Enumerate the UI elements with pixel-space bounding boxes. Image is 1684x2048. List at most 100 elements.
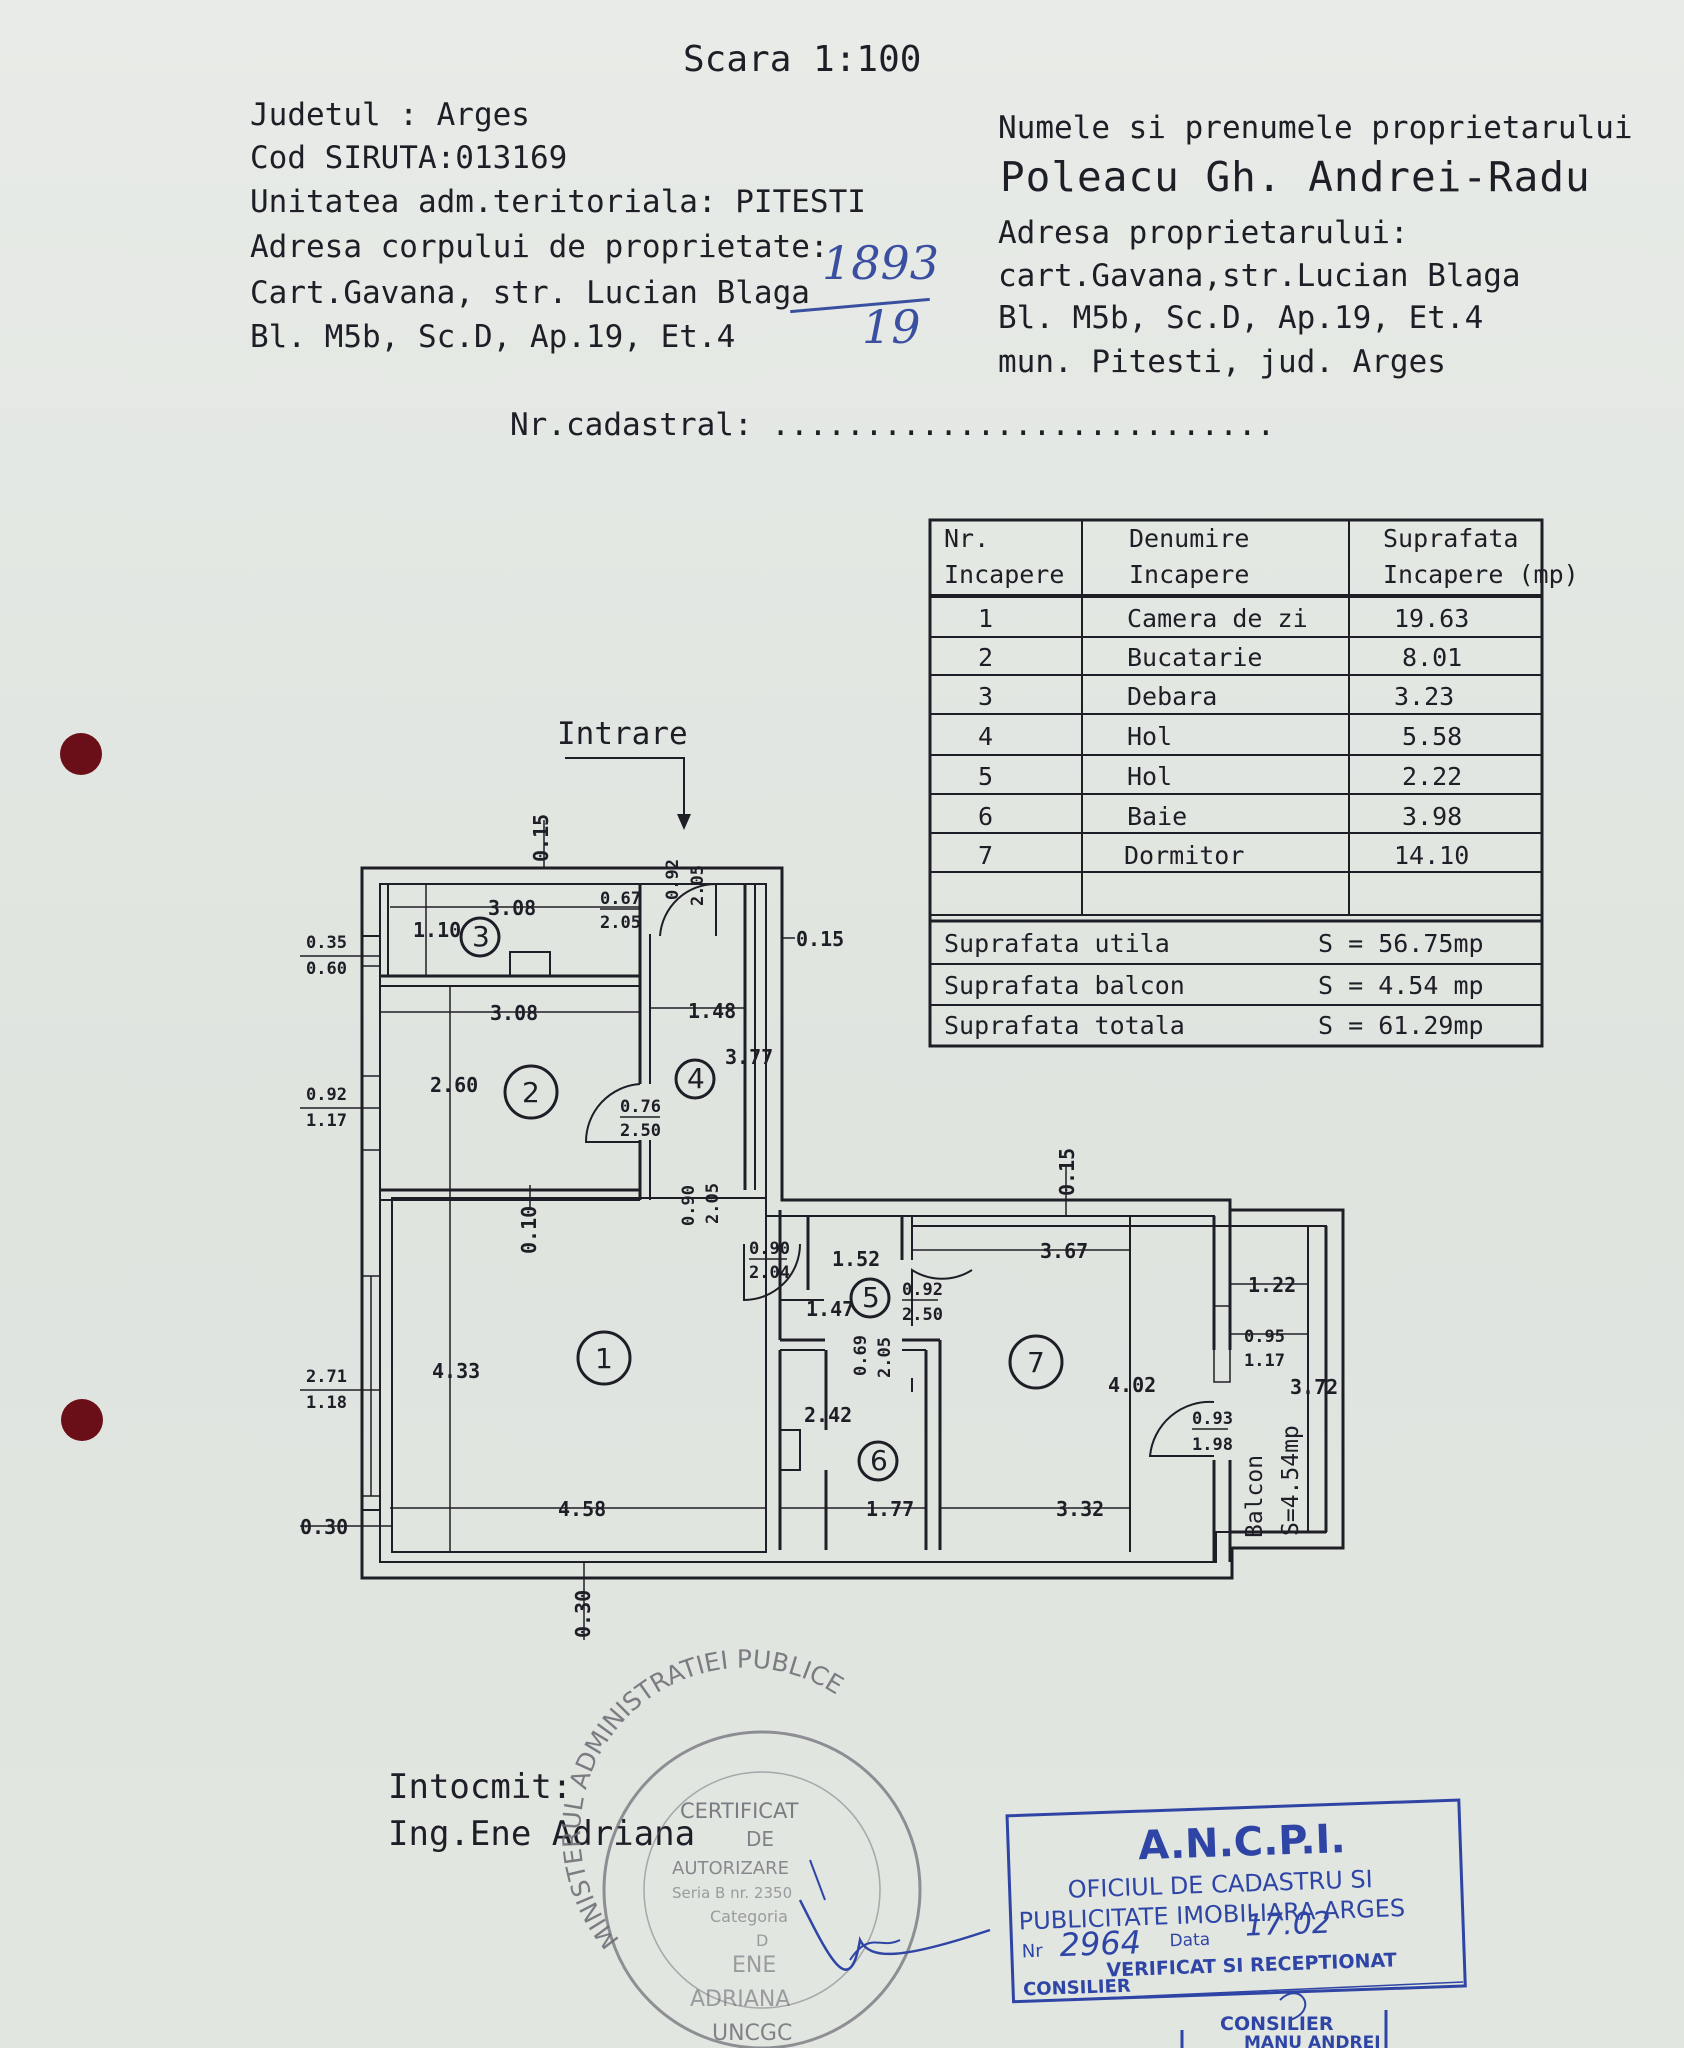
room-number-4: 4 bbox=[687, 1062, 705, 1095]
table-header-area-1: Suprafata bbox=[1383, 524, 1518, 553]
dim-label: 2.05 bbox=[875, 1337, 895, 1378]
room-marker: 7 bbox=[1008, 1334, 1064, 1390]
ancpi-nr-label: Nr bbox=[1021, 1941, 1043, 1963]
dim-label: 1.48 bbox=[688, 999, 736, 1023]
room-marker-circle bbox=[849, 1277, 891, 1319]
seal-line: ENE bbox=[732, 1953, 776, 1978]
dim-label: 0.30 bbox=[571, 1590, 595, 1638]
table-row-nr: 4 bbox=[978, 722, 993, 751]
dim-label: 2.05 bbox=[600, 913, 641, 933]
entrance-label: Intrare bbox=[557, 716, 688, 752]
room-marker: 1 bbox=[576, 1330, 632, 1386]
room-marker: 2 bbox=[503, 1064, 559, 1120]
total-overall-label: Suprafata totala bbox=[944, 1011, 1185, 1040]
ancpi-consilier: CONSILIER bbox=[1023, 1976, 1131, 2001]
consilier-stamp-name: MANU ANDREI bbox=[1244, 2033, 1381, 2048]
balcony-label: Balcon bbox=[1242, 1455, 1268, 1538]
seal-line: DE bbox=[746, 1827, 774, 1851]
table-row-name: Hol bbox=[1127, 722, 1172, 751]
plan-labels: Intrare 1 2 3 4 5 6 7 3.08 1.10 0.67 2.0… bbox=[300, 716, 1338, 1638]
table-row-name: Baie bbox=[1127, 802, 1187, 831]
dim-label: 2.50 bbox=[902, 1305, 943, 1325]
dim-label: 2.60 bbox=[430, 1073, 478, 1097]
table-row-area: 14.10 bbox=[1394, 841, 1469, 870]
room-marker: 4 bbox=[674, 1058, 716, 1100]
room-marker-circle bbox=[576, 1330, 632, 1386]
ministry-seal: MINISTERUL ADMINISTRATIEI PUBLICE UNCGC … bbox=[557, 1645, 991, 2048]
dim-label: 3.67 bbox=[1040, 1239, 1088, 1263]
room-marker-circle bbox=[503, 1064, 559, 1120]
seal-bottom-text: UNCGC bbox=[712, 2021, 792, 2046]
owner-address-line1: cart.Gavana,str.Lucian Blaga bbox=[998, 258, 1521, 294]
author-name: Ing.Ene Adriana bbox=[388, 1814, 696, 1854]
owner-address-label: Adresa proprietarului: bbox=[998, 215, 1409, 251]
ancpi-stamp: A.N.C.P.I. OFICIUL DE CADASTRU SI PUBLIC… bbox=[1005, 1798, 1467, 2004]
dim-label: 0.90 bbox=[679, 1185, 699, 1226]
table-header-nr-1: Nr. bbox=[944, 524, 989, 553]
balcony-area-label: S=4.54mp bbox=[1278, 1425, 1304, 1536]
room-marker: 6 bbox=[857, 1440, 899, 1482]
owner-address-line2: Bl. M5b, Sc.D, Ap.19, Et.4 bbox=[998, 300, 1484, 336]
dim-label: 4.58 bbox=[558, 1497, 606, 1521]
dim-label: 3.32 bbox=[1056, 1497, 1104, 1521]
handwritten-number-top: 1893 bbox=[822, 236, 940, 290]
dim-label: 0.10 bbox=[517, 1206, 541, 1254]
total-usable-value: S = 56.75mp bbox=[1318, 929, 1484, 958]
dim-label: 2.42 bbox=[804, 1403, 852, 1427]
total-balcony-label: Suprafata balcon bbox=[944, 971, 1185, 1000]
table-row-nr: 5 bbox=[978, 762, 993, 791]
dim-label: 0.15 bbox=[529, 814, 553, 862]
dim-label: 0.92 bbox=[306, 1085, 347, 1105]
ancpi-nr-value: 2964 bbox=[1059, 1923, 1142, 1964]
dim-label: 1.22 bbox=[1248, 1273, 1296, 1297]
dim-label: 4.02 bbox=[1108, 1373, 1156, 1397]
dim-label: 0.60 bbox=[306, 959, 347, 979]
signature-mark bbox=[1279, 1992, 1307, 2021]
handwritten-number-bottom: 19 bbox=[862, 300, 921, 354]
dim-label: 0.92 bbox=[902, 1280, 943, 1300]
dim-label: 2.50 bbox=[620, 1121, 661, 1141]
owner-address-line3: mun. Pitesti, jud. Arges bbox=[998, 344, 1446, 380]
dim-label: 2.05 bbox=[688, 865, 708, 906]
punch-hole-bottom bbox=[61, 1399, 103, 1441]
room-marker-circle bbox=[459, 916, 501, 958]
dim-label: 2.04 bbox=[749, 1263, 790, 1283]
dim-label: 0.76 bbox=[620, 1097, 661, 1117]
floor-plan bbox=[300, 757, 1345, 1640]
table-row-name: Bucatarie bbox=[1127, 643, 1262, 672]
dim-label: 3.08 bbox=[488, 896, 536, 920]
cadastral-number: Nr.cadastral: ..........................… bbox=[510, 407, 1276, 443]
dim-label: 2.05 bbox=[703, 1183, 723, 1224]
dim-label: 3.08 bbox=[490, 1001, 538, 1025]
ancpi-data-value: 17.02 bbox=[1244, 1906, 1331, 1944]
dim-label: 0.90 bbox=[749, 1239, 790, 1259]
dim-label: 0.95 bbox=[1244, 1327, 1285, 1347]
table-row-nr: 2 bbox=[978, 643, 993, 672]
room-number-3: 3 bbox=[472, 920, 490, 953]
seal-line: CERTIFICAT bbox=[680, 1799, 799, 1823]
uat-line: Unitatea adm.teritoriala: PITESTI bbox=[250, 184, 866, 220]
rooms-table-text: Nr. Incapere Denumire Incapere Suprafata… bbox=[944, 524, 1579, 1040]
dim-label: 1.77 bbox=[866, 1497, 914, 1521]
table-header-name-1: Denumire bbox=[1129, 524, 1249, 553]
seal-line: Categoria bbox=[710, 1907, 788, 1926]
ancpi-title: A.N.C.P.I. bbox=[1137, 1816, 1346, 1869]
signature-mark bbox=[809, 1859, 901, 1961]
ancpi-consilier-stamp: CONSILIER MANU ANDREI bbox=[1180, 1992, 1388, 2048]
table-row-name: Debara bbox=[1127, 682, 1217, 711]
dim-label: 1.10 bbox=[413, 918, 461, 942]
table-row-nr: 1 bbox=[978, 604, 993, 633]
owner-name: Poleacu Gh. Andrei-Radu bbox=[1000, 153, 1591, 201]
table-row-area: 8.01 bbox=[1402, 643, 1462, 672]
dim-label: 3.72 bbox=[1290, 1375, 1338, 1399]
dim-label: 0.69 bbox=[851, 1335, 871, 1376]
room-marker-circle bbox=[857, 1440, 899, 1482]
dim-label: 0.92 bbox=[663, 859, 683, 900]
consilier-stamp-title: CONSILIER bbox=[1220, 2013, 1334, 2035]
owner-label: Numele si prenumele proprietarului bbox=[998, 110, 1633, 146]
property-address-line1: Cart.Gavana, str. Lucian Blaga bbox=[250, 275, 810, 311]
dim-label: 0.15 bbox=[1055, 1148, 1079, 1196]
dim-label: 1.17 bbox=[1244, 1351, 1285, 1371]
seal-line: D bbox=[756, 1931, 768, 1950]
